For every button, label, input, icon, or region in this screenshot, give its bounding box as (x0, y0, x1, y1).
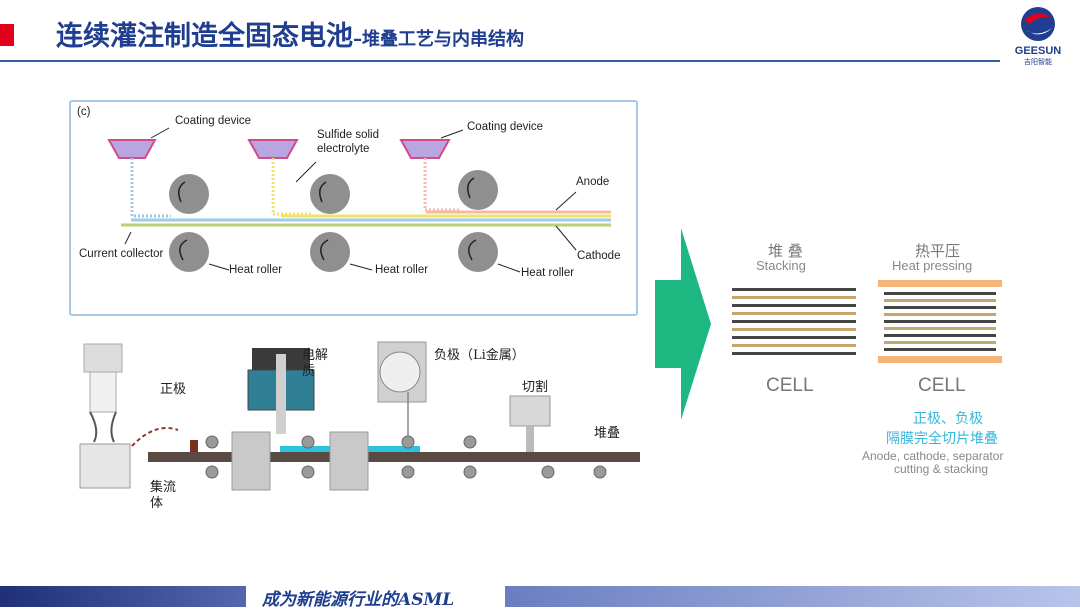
process-line-diagram: 正极 电解 质 负极（Li金属） 切割 堆叠 集流 体 (70, 330, 650, 530)
label-current-collector: Current collector (79, 248, 164, 260)
page-title: 连续灌注制造全固态电池–堆叠工艺与内串结构 (56, 14, 524, 53)
flow-arrow-icon (655, 228, 711, 420)
label-collector-zh-2: 体 (150, 496, 164, 511)
label-heat-roller-1: Heat roller (229, 264, 283, 276)
label-electrolyte-line2: electrolyte (317, 143, 370, 155)
label-collector-zh-1: 集流 (150, 480, 177, 495)
label-heat-roller-3: Heat roller (521, 267, 575, 279)
label-cut-zh: 切割 (522, 380, 549, 395)
heat-roller-bottom-2 (310, 232, 350, 272)
note-zh-line2: 隔膜完全切片堆叠 (886, 431, 998, 447)
coating-device-3 (399, 139, 461, 212)
coating-device-1 (107, 139, 171, 218)
anode-reel (377, 341, 427, 450)
label-stack-zh: 堆叠 (594, 426, 621, 441)
stack-layers-illustration (732, 280, 1002, 363)
heat-roller-bottom-1 (169, 232, 209, 272)
logo-name: GEESUN (1015, 45, 1062, 57)
note-en-line1: Anode, cathode, separator (862, 449, 1004, 463)
label-heat-roller-2: Heat roller (375, 264, 429, 276)
company-logo: GEESUN 吉阳智能 (1000, 4, 1076, 66)
header-accent-bar (0, 24, 14, 46)
footer-slogan: 成为新能源行业的ASML (262, 590, 455, 610)
label-anode-zh: 负极（Li金属） (434, 348, 525, 363)
label-cathode: Cathode (577, 250, 621, 262)
cell-label-stacking: CELL (766, 375, 814, 396)
coating-diagram (107, 127, 611, 273)
logo-subtitle: 吉阳智能 (1024, 57, 1052, 66)
label-anode: Anode (576, 176, 610, 188)
footer-bar-left (0, 586, 246, 607)
cell-label-pressing: CELL (918, 375, 966, 396)
page-subtitle: –堆叠工艺与内串结构 (353, 29, 524, 50)
panel-tag: (c) (77, 106, 91, 118)
heat-pressing-label-zh: 热平压 (915, 242, 961, 260)
conveyor-belt (148, 452, 640, 462)
heat-roller-top-3 (458, 170, 498, 210)
cathode-feeder-machine (79, 343, 179, 489)
cutter-unit (509, 395, 551, 452)
heat-roller-top-1 (169, 174, 209, 214)
label-electrolyte-line1: Sulfide solid (317, 129, 380, 141)
heat-roller-bottom-3 (458, 232, 498, 272)
note-en-line2: cutting & stacking (894, 462, 989, 476)
page-title-main: 连续灌注制造全固态电池 (56, 21, 353, 52)
coating-diagram-panel: (c) Coating device Sulfide solid electro… (69, 100, 638, 316)
press-block-1 (231, 431, 271, 491)
label-electrolyte-zh-2: 质 (302, 364, 316, 379)
guide-rollers (205, 435, 607, 479)
label-cathode-zh: 正极 (160, 382, 187, 397)
press-block-2 (329, 431, 369, 491)
stacking-layers (732, 288, 856, 355)
stacking-label-zh: 堆 叠 (768, 242, 803, 260)
heat-roller-top-2 (310, 174, 350, 214)
label-coating-device-1: Coating device (175, 115, 252, 127)
heat-pressing-label-en: Heat pressing (892, 258, 973, 273)
geesun-logo-icon: GEESUN 吉阳智能 (1015, 7, 1062, 66)
header-divider (0, 60, 1000, 62)
electrolyte-tank (247, 348, 315, 434)
label-coating-device-2: Coating device (467, 121, 544, 133)
heat-pressing-layers (878, 280, 1002, 363)
coating-device-2 (247, 139, 311, 216)
footer-bar-right (505, 586, 1080, 607)
note-zh-line1: 正极、负极 (913, 411, 983, 427)
stacking-label-en: Stacking (756, 258, 806, 273)
label-electrolyte-zh-1: 电解 (302, 348, 329, 363)
